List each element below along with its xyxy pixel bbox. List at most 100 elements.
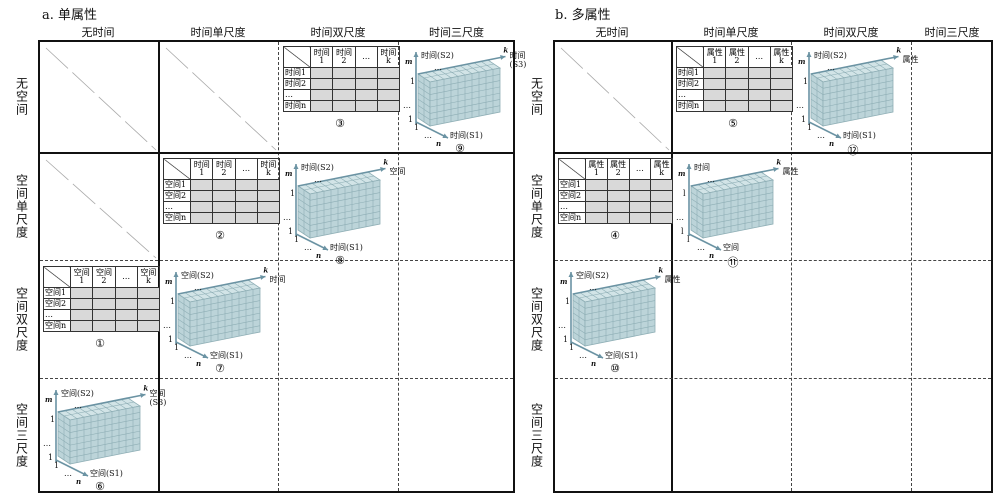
table-value-cell [585,212,608,224]
row-header-text: 空间双尺度 [529,286,544,352]
table-row: 时间1 [282,67,401,79]
k-axis-arrow-head-icon [893,55,899,60]
figure-number: ⑧ [335,254,345,267]
m-tick-1: 1 [50,415,55,424]
table-row-header: 空间1 [162,179,192,191]
matrix-cell-diagonal [160,42,280,154]
diagonal-empty-cell [560,47,670,151]
n-axis-arrow [808,121,842,139]
grid-divider-vertical [791,42,792,491]
cube-grid-line [423,63,495,79]
table-row: … [557,201,673,213]
table-value-cell [606,190,630,202]
m-axis-label: 空间(S2) [576,270,609,280]
m-tick-1-bottom: 1 [563,335,568,344]
table-row: 空间1 [557,179,673,191]
n-axis-arrow [415,121,449,139]
m-axis-label: 时间 [694,162,710,172]
diagonal-line [45,159,157,259]
table-value-cell [332,100,356,112]
cube-grid-line [822,86,894,102]
n-axis-symbol: n [591,359,596,368]
k-axis-symbol: k [896,46,901,55]
table-row: … [42,309,161,321]
m-axis-arrow-head-icon [53,390,59,395]
table-value-cell [628,190,652,202]
n-axis-label: 时间(S1) [330,242,363,252]
table-row-header: 时间2 [675,78,705,90]
table-value-cell [585,179,608,191]
figure-number: ⑤ [728,117,738,130]
table-column-header: … [114,266,138,288]
n-axis-symbol: n [829,139,834,148]
m-axis-symbol: m [560,277,567,286]
table-row: … [162,201,281,213]
table-column-header: 时间 1 [310,46,334,68]
cube-grid-line [584,312,656,328]
k-axis-arrow [417,55,506,75]
cube-grid-line [822,73,894,89]
table-value-cell [354,67,378,79]
table-value-cell [354,89,378,101]
m-tick-1-bottom: 1 [408,115,413,124]
data-cube-diagram: m时间(S2)…k时间(S3)1…11…n时间(S1) [403,46,526,149]
n-axis-arrow-head-icon [835,133,841,138]
table-row-header: 时间n [675,100,705,112]
row-header-text: 空间单尺度 [14,173,29,239]
table-row: 空间2 [162,190,281,202]
n-axis-label: 空间(S1) [605,350,638,360]
figure-number: ⑩ [610,362,620,375]
n-tick-1: 1 [414,123,419,132]
table-column-header: 时间 1 [190,158,214,180]
table-value-cell [606,179,630,191]
table-row: 空间1 [162,179,281,191]
table-value-cell [769,67,794,79]
m-axis-label: 时间(S2) [814,50,847,60]
table-row-header: 时间2 [282,78,312,90]
m-tick-1-bottom: 1 [288,227,293,236]
row-header: 空间双尺度 [527,260,547,378]
k-axis-symbol: k [143,384,148,393]
table-row: 时间2 [675,78,794,90]
m-tick-1: l [683,189,686,198]
k-dots: … [74,401,82,410]
table-value-cell [190,212,214,224]
table-row-header: 空间2 [162,190,192,202]
table-row: 时间2 [282,78,401,90]
grid-divider-horizontal [555,378,991,379]
row-header-text: 空间双尺度 [14,286,29,352]
m-dots: … [403,101,411,110]
k-axis-arrow [57,393,146,413]
cube-grid-line [69,411,141,427]
table-value-cell [92,320,116,332]
table-value-cell [114,309,138,321]
m-axis-arrow-head-icon [806,52,812,57]
table-value-cell [310,100,334,112]
table-corner-cell [162,158,192,180]
table-column-header: … [628,158,652,180]
table-column-header: 时间 2 [212,158,236,180]
table-row-header: 空间1 [557,179,587,191]
row-header: 空间三尺度 [527,378,547,493]
n-tick-1: 1 [54,461,59,470]
table-value-cell [747,78,771,90]
table-value-cell [332,78,356,90]
row-header-text: 无空间 [14,76,29,116]
table-column-header: … [234,158,258,180]
row-header-text: 空间单尺度 [529,173,544,239]
k-axis-arrow-head-icon [500,55,506,60]
table-row: 空间n [162,212,281,224]
figure-number: ④ [610,229,620,242]
n-axis-arrow [570,341,604,359]
table-value-cell [769,100,794,112]
matrix-cell-diagonal [555,42,673,154]
